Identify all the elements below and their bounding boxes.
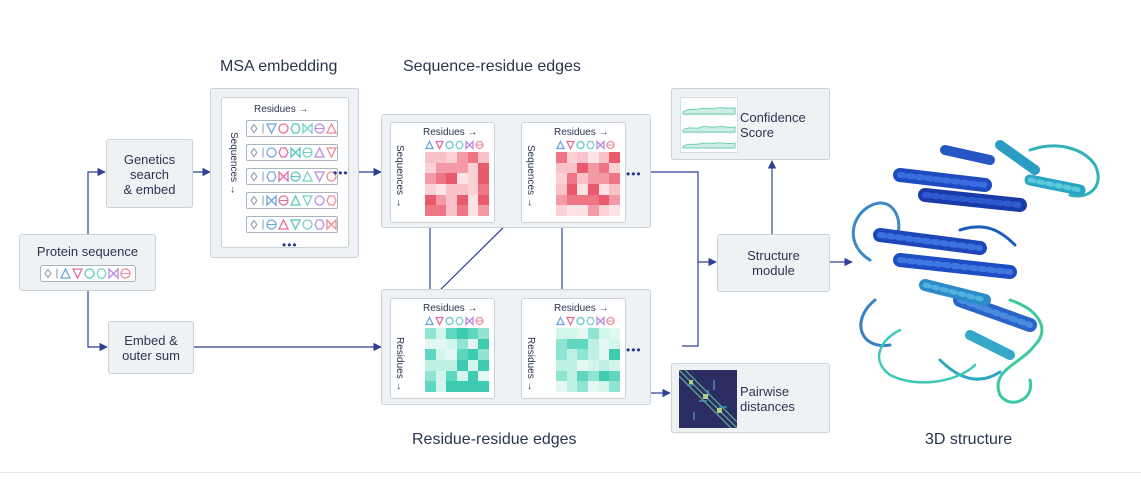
protein-3d-structure bbox=[851, 140, 1100, 404]
seq-heatmap-1 bbox=[425, 152, 489, 216]
protein-sequence-node: Protein sequence bbox=[19, 234, 156, 291]
seq-res-edges-panel: Residues → Sequences → Residues → Sequen… bbox=[381, 114, 651, 228]
seq-res-card-2: Residues → Sequences → bbox=[521, 122, 626, 223]
res-card-residues-axis: Residues → bbox=[423, 303, 478, 314]
embed-outer-sum-node: Embed & outer sum bbox=[108, 321, 194, 374]
protein-sequence-label: Protein sequence bbox=[36, 244, 139, 259]
res-card-residues-axis: Residues → bbox=[554, 303, 609, 314]
seq-res-card-1: Residues → Sequences → bbox=[390, 122, 495, 223]
title-3d-structure: 3D structure bbox=[925, 431, 1013, 448]
seq-heatmap-2 bbox=[556, 152, 620, 216]
arrow-res1-to-seq2 bbox=[431, 213, 518, 299]
structure-module-node: Structure module bbox=[717, 234, 830, 292]
res-card-residues-vertical-axis: Residues → bbox=[525, 337, 536, 392]
res-heatmap-2 bbox=[556, 328, 620, 392]
arrow-res-to-structure bbox=[682, 262, 699, 347]
residue-glyphs-icon bbox=[556, 316, 615, 326]
confidence-score-node: Confidence Score bbox=[671, 88, 830, 160]
res-card-residues-vertical-axis: Residues → bbox=[394, 337, 405, 392]
seq-card-sequences-axis: Sequences → bbox=[394, 145, 405, 208]
msa-row bbox=[246, 192, 338, 209]
msa-sequences-axis: Sequences → bbox=[228, 132, 239, 195]
residue-glyphs-icon bbox=[250, 146, 337, 159]
arrow-protein-to-embed bbox=[87, 291, 108, 352]
title-seq-res-edges: Sequence-residue edges bbox=[403, 58, 581, 75]
msa-row bbox=[246, 216, 338, 233]
bottom-divider bbox=[0, 472, 1141, 473]
msa-ellipsis-icon: ••• bbox=[282, 238, 298, 252]
confidence-score-label: Confidence Score bbox=[740, 110, 806, 140]
residue-glyphs-icon bbox=[250, 122, 337, 135]
seq-card-sequences-axis: Sequences → bbox=[525, 145, 536, 208]
residue-glyphs-icon bbox=[556, 140, 615, 150]
residue-glyphs-icon bbox=[250, 170, 337, 183]
arrow-seq-to-structure bbox=[650, 171, 717, 267]
residue-glyphs-icon bbox=[250, 218, 337, 231]
seq-card-residues-axis: Residues → bbox=[423, 127, 478, 138]
res-res-edges-panel: Residues → Residues → Residues → Residue… bbox=[381, 289, 651, 405]
protein-sequence-strip bbox=[40, 265, 136, 282]
msa-ellipsis-icon: ••• bbox=[333, 166, 349, 180]
pairwise-distances-label: Pairwise distances bbox=[740, 384, 795, 414]
genetics-search-node: Genetics search & embed bbox=[106, 139, 193, 208]
residue-glyphs-icon bbox=[44, 267, 131, 280]
title-res-res-edges: Residue-residue edges bbox=[412, 431, 577, 448]
seq-ellipsis-icon: ••• bbox=[626, 167, 642, 181]
pairwise-distances-node: Pairwise distances bbox=[671, 363, 830, 433]
msa-row bbox=[246, 120, 338, 137]
seq-card-residues-axis: Residues → bbox=[554, 127, 609, 138]
res-heatmap-1 bbox=[425, 328, 489, 392]
res-ellipsis-icon: ••• bbox=[626, 343, 642, 357]
pairwise-distance-map-icon bbox=[679, 370, 737, 428]
res-res-card-2: Residues → Residues → bbox=[521, 298, 626, 399]
res-res-card-1: Residues → Residues → bbox=[390, 298, 495, 399]
msa-residues-axis: Residues → bbox=[254, 104, 309, 115]
structure-module-label: Structure module bbox=[747, 248, 800, 278]
residue-glyphs-icon bbox=[425, 316, 484, 326]
genetics-search-label: Genetics search & embed bbox=[123, 152, 176, 197]
confidence-sparkline-icon bbox=[680, 97, 738, 153]
msa-embedding-node: Residues → Sequences → ••• bbox=[210, 88, 359, 258]
embed-outer-sum-label: Embed & outer sum bbox=[122, 333, 180, 363]
arrow-protein-to-genetics bbox=[87, 167, 106, 234]
msa-row bbox=[246, 168, 338, 185]
title-msa-embedding: MSA embedding bbox=[220, 58, 338, 75]
residue-glyphs-icon bbox=[250, 194, 337, 207]
residue-glyphs-icon bbox=[425, 140, 484, 150]
msa-inner-panel: Residues → Sequences → ••• bbox=[221, 97, 349, 252]
msa-row bbox=[246, 144, 338, 161]
